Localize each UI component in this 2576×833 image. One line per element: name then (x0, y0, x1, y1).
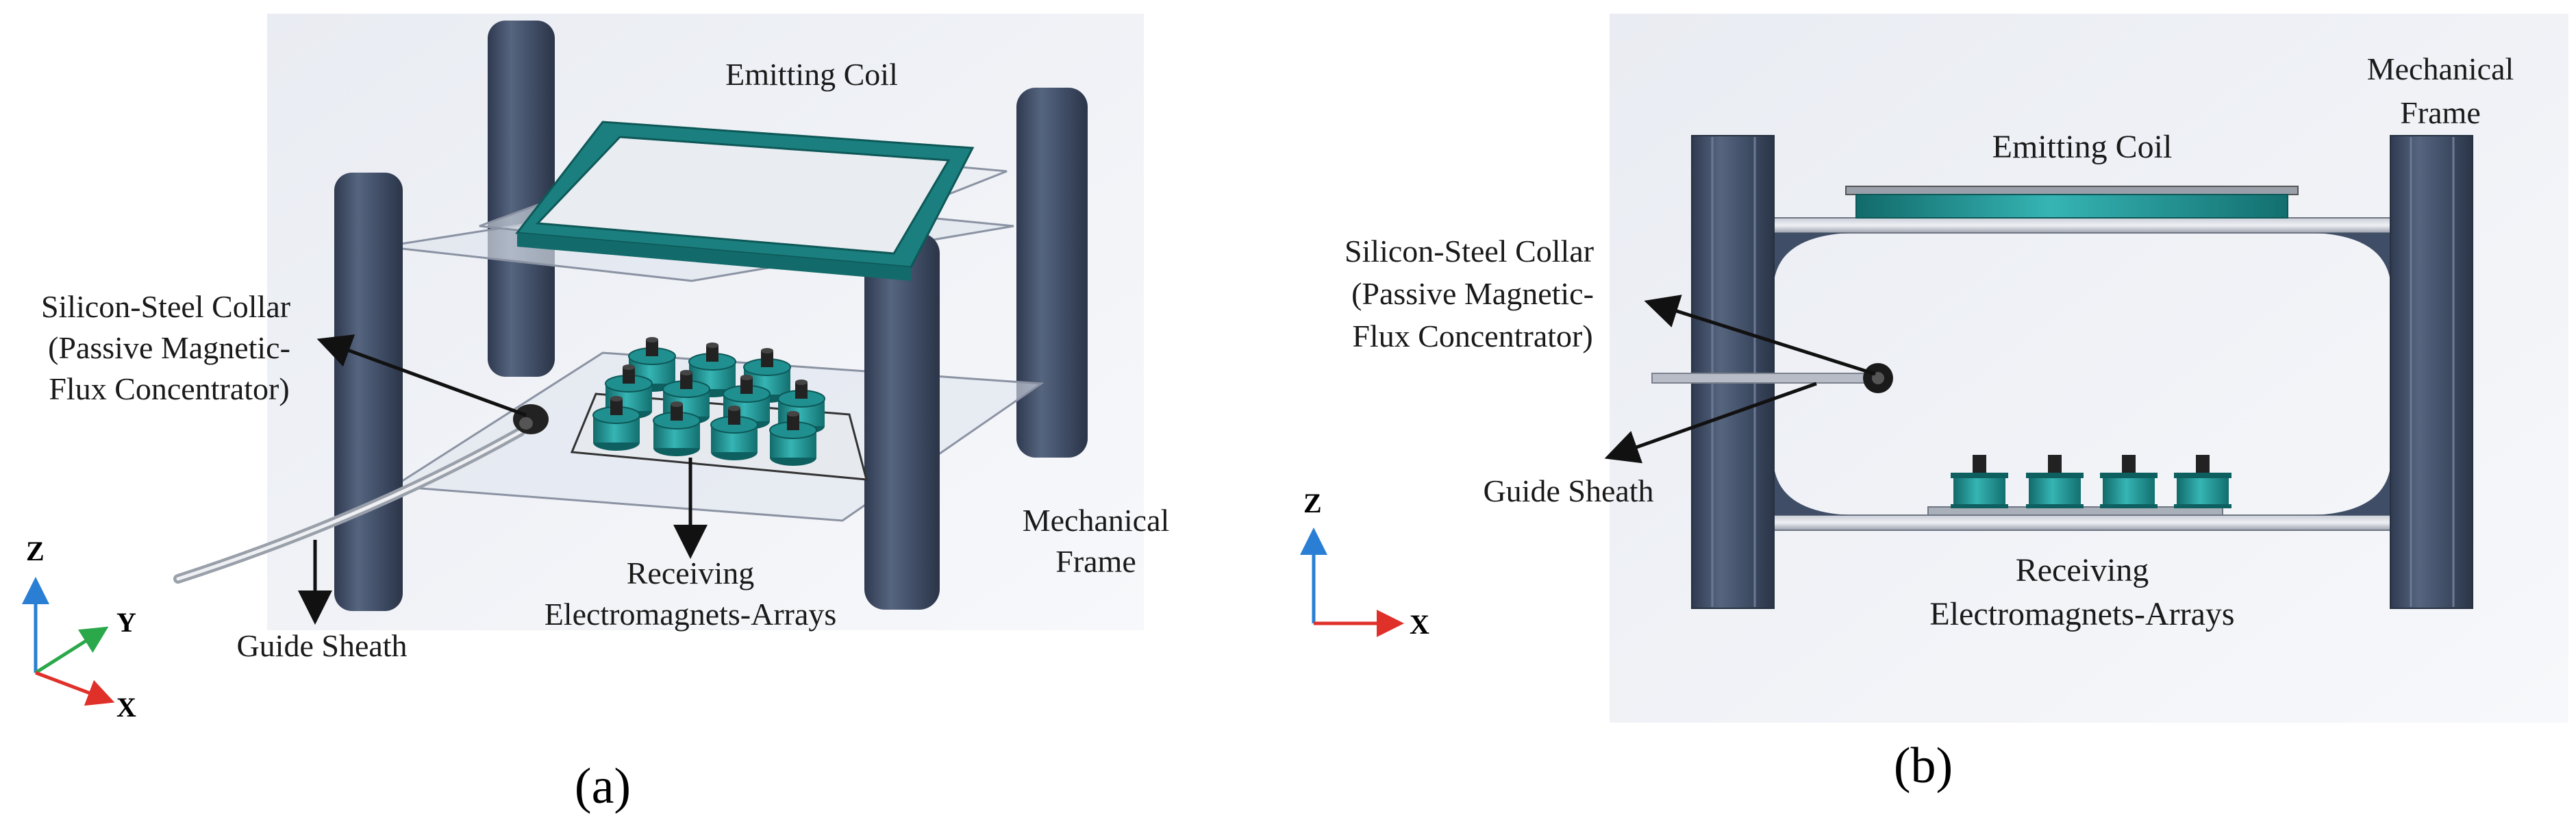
axis-x-b: X (1410, 609, 1429, 640)
electromagnet-spool (2100, 455, 2158, 508)
electromagnet-spool (710, 406, 758, 460)
label-guide-b: Guide Sheath (1483, 473, 1653, 508)
axis-triad-a: Z Y X (21, 536, 136, 723)
panel-a: Emitting Coil Silicon-Steel Collar (Pass… (21, 14, 1170, 815)
label-guide-a: Guide Sheath (236, 628, 407, 663)
receiving-array-b (1927, 455, 2231, 516)
label-frame-a-2: Frame (1055, 544, 1136, 579)
axis-y-a: Y (116, 607, 136, 638)
electromagnet-spool (2026, 455, 2084, 508)
label-collar-a-3: Flux Concentrator) (49, 371, 289, 406)
electromagnet-spool (1951, 455, 2008, 508)
pillar-back-left (488, 21, 555, 377)
label-frame-b-2: Frame (2400, 95, 2481, 130)
electromagnet-spool (653, 401, 701, 456)
guide-sheath-tube-b (1651, 373, 1879, 384)
electromagnet-spool (769, 411, 817, 466)
label-receiving-a-1: Receiving (627, 556, 755, 590)
axis-z-a: Z (26, 536, 45, 567)
gusset-right-bottom (2315, 467, 2390, 515)
label-collar-a-1: Silicon-Steel Collar (41, 289, 290, 324)
pillar-back-right (1016, 88, 1088, 458)
gusset-right-top (2315, 233, 2390, 281)
panel-b-label: (b) (1894, 738, 1953, 794)
electromagnet-spool (2174, 455, 2231, 508)
label-receiving-b-2: Electromagnets-Arrays (1929, 596, 2234, 632)
label-receiving-a-2: Electromagnets-Arrays (545, 597, 837, 632)
electromagnet-spool (592, 396, 640, 451)
panel-a-label: (a) (575, 758, 631, 815)
lower-plate-b (1773, 514, 2391, 531)
label-receiving-b-1: Receiving (2016, 552, 2149, 588)
label-frame-a-1: Mechanical (1023, 503, 1170, 538)
label-collar-b-3: Flux Concentrator) (1352, 319, 1592, 353)
label-emitting-coil-b: Emitting Coil (1992, 129, 2173, 165)
receiving-array-a (570, 337, 868, 481)
panel-b: Emitting Coil Mechanical Frame Silicon-S… (1300, 14, 2568, 794)
pillar-front-right (864, 233, 940, 610)
label-collar-a-2: (Passive Magnetic- (48, 330, 290, 365)
gusset-left-top (1774, 233, 1849, 281)
leader-guide-b (1604, 382, 1817, 464)
collar-a (513, 404, 549, 434)
label-collar-b-2: (Passive Magnetic- (1351, 276, 1594, 311)
collar-b (1863, 363, 1893, 393)
leader-collar-b (1644, 295, 1876, 376)
label-emitting-coil-a: Emitting Coil (725, 57, 898, 92)
leader-collar-a (316, 334, 527, 417)
label-frame-b-1: Mechanical (2367, 51, 2514, 86)
pillar-front-left (334, 173, 403, 611)
axis-z-b: Z (1303, 488, 1322, 519)
pillar-right-b (2390, 135, 2473, 609)
label-collar-b-1: Silicon-Steel Collar (1345, 234, 1594, 269)
upper-plate-b (1773, 217, 2391, 234)
axis-x-a: X (116, 692, 136, 723)
gusset-left-bottom (1774, 467, 1849, 515)
emitting-coil-b (1845, 186, 2299, 219)
emitting-coil-a (515, 121, 975, 281)
axis-dyad-b: Z X (1300, 488, 1429, 640)
pillar-left-b (1691, 135, 1775, 609)
